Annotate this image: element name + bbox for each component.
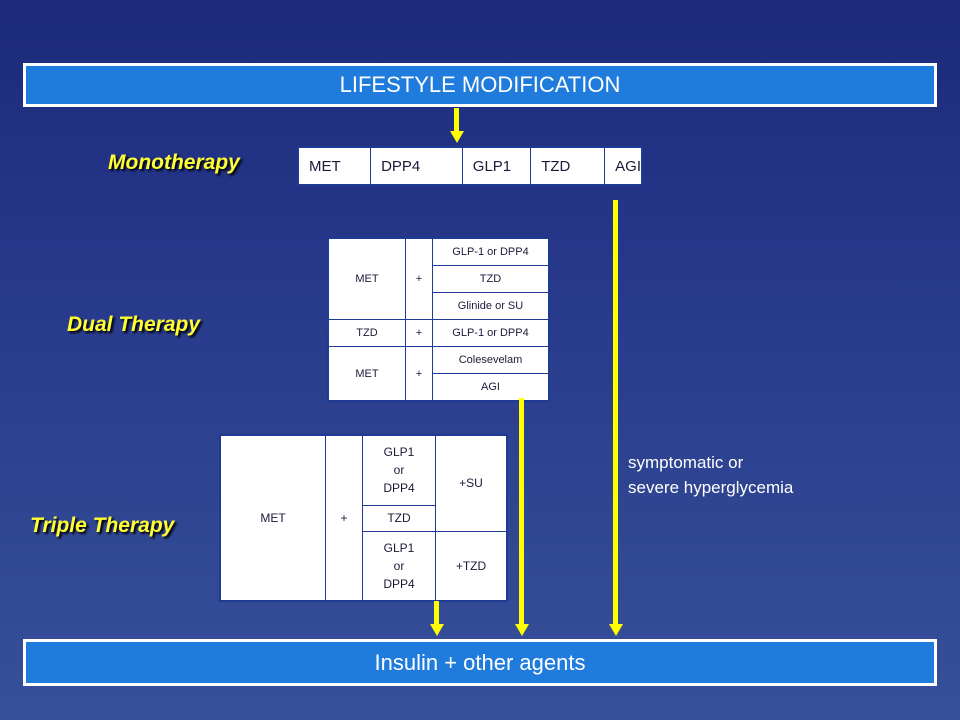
monotherapy-table: MET DPP4 GLP1 TZD AGI bbox=[297, 146, 643, 186]
dual-met-cell: MET bbox=[327, 346, 406, 402]
mono-cell-met: MET bbox=[297, 146, 372, 186]
table-row: TZD + GLP-1 or DPP4 bbox=[327, 319, 550, 347]
dual-plus-cell: + bbox=[405, 319, 433, 347]
arrow-hyperglycemia-head bbox=[608, 624, 623, 636]
table-row: TZD bbox=[328, 265, 550, 293]
arrow-from-dual-head bbox=[514, 624, 529, 636]
mono-cell-tzd: TZD bbox=[530, 146, 606, 186]
table-row: MET DPP4 GLP1 TZD AGI bbox=[297, 146, 643, 186]
table-row: MET + Colesevelam bbox=[327, 346, 550, 402]
triple-plus-cell: + bbox=[325, 434, 363, 602]
triple-therapy-table: MET + GLP1 or DPP4 +SU TZD GLP1 or DPP4 … bbox=[219, 434, 508, 602]
table-row: Glinide or SU bbox=[328, 292, 550, 320]
note-line: severe hyperglycemia bbox=[628, 478, 794, 497]
dual-met-cell: MET bbox=[327, 237, 406, 320]
dual-plus-cell: + bbox=[405, 346, 433, 402]
dual-therapy-table: MET + GLP-1 or DPP4 TZD Glinide or SU TZ… bbox=[327, 237, 550, 402]
dual-plus-cell: + bbox=[405, 237, 433, 320]
dual-option-cell: TZD bbox=[432, 265, 550, 293]
dual-option-cell: AGI bbox=[432, 373, 550, 402]
dual-tzd-cell: TZD bbox=[327, 319, 406, 347]
triple-option-cell: TZD bbox=[362, 504, 436, 532]
table-row: MET + GLP1 or DPP4 +SU bbox=[219, 434, 508, 602]
table-row: GLP1 or DPP4 +TZD bbox=[220, 530, 508, 602]
arrow-from-triple-line bbox=[434, 601, 439, 625]
monotherapy-heading: Monotherapy bbox=[108, 151, 240, 174]
dual-option-cell: GLP-1 or DPP4 bbox=[432, 319, 550, 347]
insulin-bar: Insulin + other agents bbox=[23, 639, 937, 686]
arrow-to-monotherapy-head bbox=[449, 131, 464, 143]
arrow-to-monotherapy-line bbox=[454, 108, 459, 132]
dual-therapy-heading: Dual Therapy bbox=[67, 313, 201, 336]
arrow-from-triple-head bbox=[429, 624, 444, 636]
triple-met-cell: MET bbox=[219, 434, 326, 602]
dual-option-cell: Colesevelam bbox=[432, 346, 550, 374]
triple-therapy-heading: Triple Therapy bbox=[30, 514, 175, 537]
mono-cell-dpp4: DPP4 bbox=[370, 146, 463, 186]
triple-addon-cell: +TZD bbox=[435, 530, 508, 602]
mono-cell-glp1: GLP1 bbox=[461, 146, 532, 186]
triple-addon-cell: +SU bbox=[435, 434, 508, 532]
dual-option-cell: Glinide or SU bbox=[432, 292, 550, 320]
triple-option-cell: GLP1 or DPP4 bbox=[362, 530, 436, 602]
triple-option-cell: GLP1 or DPP4 bbox=[362, 434, 436, 506]
table-row: TZD bbox=[220, 504, 507, 532]
hyperglycemia-note: symptomatic or severe hyperglycemia bbox=[628, 450, 793, 500]
dual-option-cell: GLP-1 or DPP4 bbox=[432, 237, 550, 266]
note-line: symptomatic or bbox=[628, 453, 744, 472]
arrow-from-dual-line bbox=[519, 398, 524, 625]
insulin-label: Insulin + other agents bbox=[374, 649, 586, 675]
table-row: AGI bbox=[328, 373, 550, 402]
lifestyle-modification-label: LIFESTYLE MODIFICATION bbox=[339, 72, 621, 97]
lifestyle-modification-bar: LIFESTYLE MODIFICATION bbox=[23, 63, 937, 107]
table-row: MET + GLP-1 or DPP4 bbox=[327, 237, 550, 320]
mono-cell-agi: AGI bbox=[604, 146, 643, 186]
arrow-hyperglycemia-line bbox=[613, 200, 618, 625]
